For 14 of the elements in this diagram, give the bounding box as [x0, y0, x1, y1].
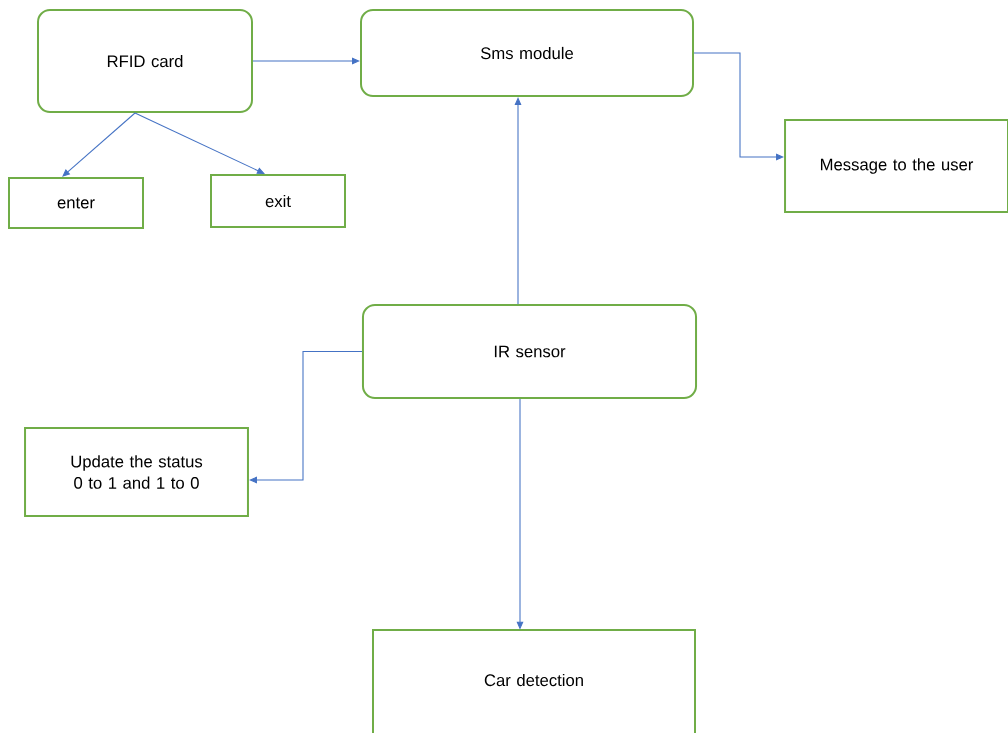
arrow: [249, 350, 363, 484]
process-box: enter: [8, 177, 144, 229]
rounded-box: Sms module: [360, 9, 694, 97]
arrow: [62, 112, 136, 177]
rounded-box: IR sensor: [361, 304, 698, 400]
arrow: [252, 57, 360, 65]
arrow: [514, 97, 522, 305]
arrow: [134, 112, 265, 174]
arrow: [693, 52, 784, 161]
process-box: Car detection: [372, 629, 696, 733]
process-box: Update the status 0 to 1 and 1 to 0: [24, 427, 249, 517]
process-box: Message to the user: [784, 119, 1008, 213]
rounded-box: RFID card: [37, 9, 253, 113]
process-box: exit: [210, 174, 346, 228]
